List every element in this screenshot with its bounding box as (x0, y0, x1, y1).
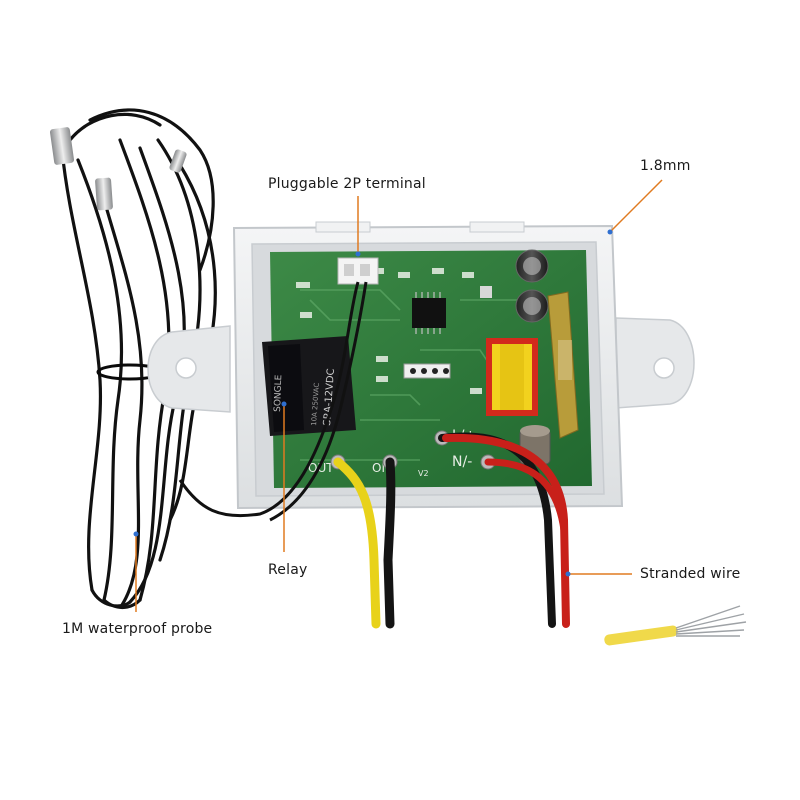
callout-terminal-label: Pluggable 2P terminal (268, 176, 426, 192)
temperature-probe-icon (49, 127, 187, 211)
output-wires (333, 432, 570, 629)
terminal-label-right: N/- (452, 454, 472, 470)
callout-stranded-wire-label: Stranded wire (640, 566, 741, 582)
probe-lead (178, 281, 360, 518)
ic-chip (412, 298, 446, 328)
relay-brand-text: SONGLE (273, 374, 284, 412)
version-label: V2 (418, 469, 429, 478)
transformer-icon (486, 291, 579, 439)
relay-icon: SONGLE SRA-12VDC 10A 250VAC (262, 336, 356, 436)
wire-terminal-icon (337, 257, 379, 285)
out-label-left: OUT (308, 461, 334, 475)
stranded-wire-sample (604, 605, 747, 646)
callout-dots (133, 229, 613, 577)
callout-thickness-label: 1.8mm (640, 158, 691, 174)
relay-rating-text: 10A 250VAC (310, 382, 321, 426)
callout-probe-label: 1M waterproof probe (62, 621, 213, 637)
callout-lines (135, 179, 663, 612)
callout-relay-label: Relay (268, 562, 308, 578)
relay-model-text: SRA-12VDC (322, 368, 337, 426)
